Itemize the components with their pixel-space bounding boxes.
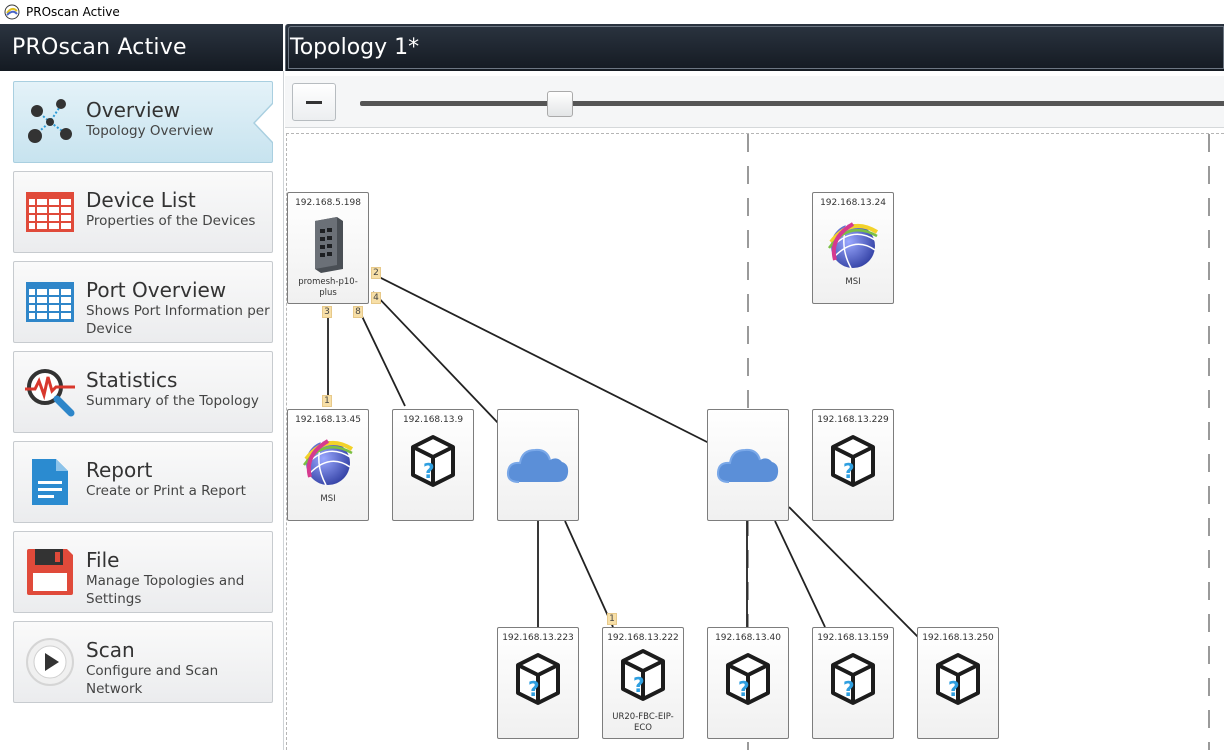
sidebar-item-subtitle: Summary of the Topology: [86, 393, 259, 409]
device-name: MSI: [320, 494, 336, 504]
device-ip: 192.168.13.223: [502, 633, 574, 643]
sidebar-item-report[interactable]: Report Create or Print a Report: [13, 441, 273, 523]
device-node[interactable]: 192.168.13.45 MSI: [287, 409, 369, 521]
device-node[interactable]: 192.168.13.40 ?: [707, 627, 789, 739]
sidebar-item-file[interactable]: File Manage Topologies and Settings: [13, 531, 273, 613]
device-node[interactable]: 192.168.13.24 MSI: [812, 192, 894, 304]
svg-text:?: ?: [528, 677, 540, 701]
topology-icon: [14, 82, 86, 162]
unknown-device-icon: ?: [918, 650, 998, 708]
device-ip: 192.168.13.40: [715, 633, 781, 643]
sidebar: Overview Topology Overview Device List P…: [0, 71, 284, 750]
topology-canvas[interactable]: 192.168.5.198 promesh-p10-plus 192.168.1…: [286, 133, 1224, 750]
device-name: MSI: [845, 277, 861, 287]
main-header: Topology 1*: [285, 24, 1224, 71]
device-ip: 192.168.13.159: [817, 633, 889, 643]
link-switch-cloud1: [372, 291, 500, 425]
zoom-out-button[interactable]: [292, 83, 336, 121]
svg-text:?: ?: [948, 677, 960, 701]
link-switch-cloud2: [372, 273, 710, 444]
topology-title: Topology 1*: [288, 26, 1224, 69]
unknown-device-icon: ?: [603, 646, 683, 704]
svg-text:?: ?: [843, 459, 855, 483]
unknown-device-icon: ?: [708, 650, 788, 708]
sidebar-item-title: Scan: [86, 638, 135, 662]
globe-icon: [813, 215, 893, 273]
device-ip: 192.168.5.198: [295, 198, 361, 208]
sidebar-item-title: Device List: [86, 188, 196, 212]
globe-icon: [288, 432, 368, 490]
port-label: 3: [322, 306, 332, 318]
link-cloud1-ur20: [564, 520, 614, 628]
sidebar-item-title: Report: [86, 458, 153, 482]
sidebar-item-title: Overview: [86, 98, 181, 122]
link-switch-unk9: [358, 309, 406, 407]
window-title-bar: PROscan Active: [0, 0, 1224, 24]
port-label: 8: [353, 306, 363, 318]
cloud-icon: [498, 436, 578, 494]
sidebar-item-title: Port Overview: [86, 278, 227, 302]
device-node[interactable]: 192.168.13.222 ? UR20-FBC-EIP-ECO: [602, 627, 684, 739]
sidebar-item-subtitle: Create or Print a Report: [86, 483, 246, 499]
device-node[interactable]: 192.168.5.198 promesh-p10-plus: [287, 192, 369, 304]
table-red-icon: [14, 172, 86, 252]
device-name: promesh-p10-plus: [298, 277, 358, 298]
link-cloud2-250: [788, 506, 920, 639]
port-label: 2: [371, 267, 381, 279]
device-ip: 192.168.13.9: [402, 415, 464, 425]
device-node[interactable]: 192.168.13.9 ?: [392, 409, 474, 521]
cloud-icon: [708, 436, 788, 494]
statistics-magnifier-icon: [14, 352, 86, 432]
unknown-device-icon: ?: [813, 432, 893, 490]
cloud-node[interactable]: [497, 409, 579, 521]
port-label: 1: [322, 395, 332, 407]
sidebar-item-title: Statistics: [86, 368, 178, 392]
sidebar-item-subtitle: Configure and Scan Network: [86, 663, 219, 697]
device-node[interactable]: 192.168.13.229 ?: [812, 409, 894, 521]
floppy-disk-icon: [14, 532, 86, 612]
window-title: PROscan Active: [26, 5, 120, 19]
zoom-toolbar: [285, 76, 1224, 128]
sidebar-header: PROscan Active: [0, 24, 283, 71]
port-label: 1: [607, 613, 617, 625]
switch-icon: [288, 215, 368, 273]
sidebar-item-subtitle: Shows Port Information per Device: [86, 303, 270, 337]
cloud-node[interactable]: [707, 409, 789, 521]
document-icon: [14, 442, 86, 522]
zoom-slider-thumb[interactable]: [547, 91, 573, 117]
device-ip: 192.168.13.45: [295, 415, 361, 425]
unknown-device-icon: ?: [813, 650, 893, 708]
svg-text:?: ?: [843, 677, 855, 701]
app-logo-icon: [4, 4, 20, 20]
zoom-slider-track[interactable]: [360, 101, 1224, 106]
device-name: UR20-FBC-EIP-ECO: [612, 712, 674, 733]
svg-text:?: ?: [423, 459, 435, 483]
device-ip: 192.168.13.229: [817, 415, 889, 425]
device-node[interactable]: 192.168.13.223 ?: [497, 627, 579, 739]
sidebar-item-subtitle: Properties of the Devices: [86, 213, 256, 229]
sidebar-item-overview[interactable]: Overview Topology Overview: [13, 81, 273, 163]
svg-text:?: ?: [633, 673, 645, 697]
device-ip: 192.168.13.24: [820, 198, 886, 208]
unknown-device-icon: ?: [498, 650, 578, 708]
play-icon: [14, 622, 86, 702]
link-cloud2-159: [774, 520, 826, 628]
sidebar-item-title: File: [86, 548, 120, 572]
device-node[interactable]: 192.168.13.159 ?: [812, 627, 894, 739]
minus-icon: [306, 100, 322, 104]
device-ip: 192.168.13.250: [922, 633, 994, 643]
device-node[interactable]: 192.168.13.250 ?: [917, 627, 999, 739]
active-pointer-fill: [255, 104, 273, 142]
sidebar-item-subtitle: Topology Overview: [86, 123, 214, 139]
unknown-device-icon: ?: [393, 432, 473, 490]
sidebar-item-port-overview[interactable]: Port Overview Shows Port Information per…: [13, 261, 273, 343]
device-ip: 192.168.13.222: [607, 633, 679, 643]
svg-text:?: ?: [738, 677, 750, 701]
sidebar-item-scan[interactable]: Scan Configure and Scan Network: [13, 621, 273, 703]
sidebar-item-device-list[interactable]: Device List Properties of the Devices: [13, 171, 273, 253]
table-blue-icon: [14, 262, 86, 342]
sidebar-item-subtitle: Manage Topologies and Settings: [86, 573, 245, 607]
sidebar-item-statistics[interactable]: Statistics Summary of the Topology: [13, 351, 273, 433]
port-label: 4: [371, 292, 381, 304]
